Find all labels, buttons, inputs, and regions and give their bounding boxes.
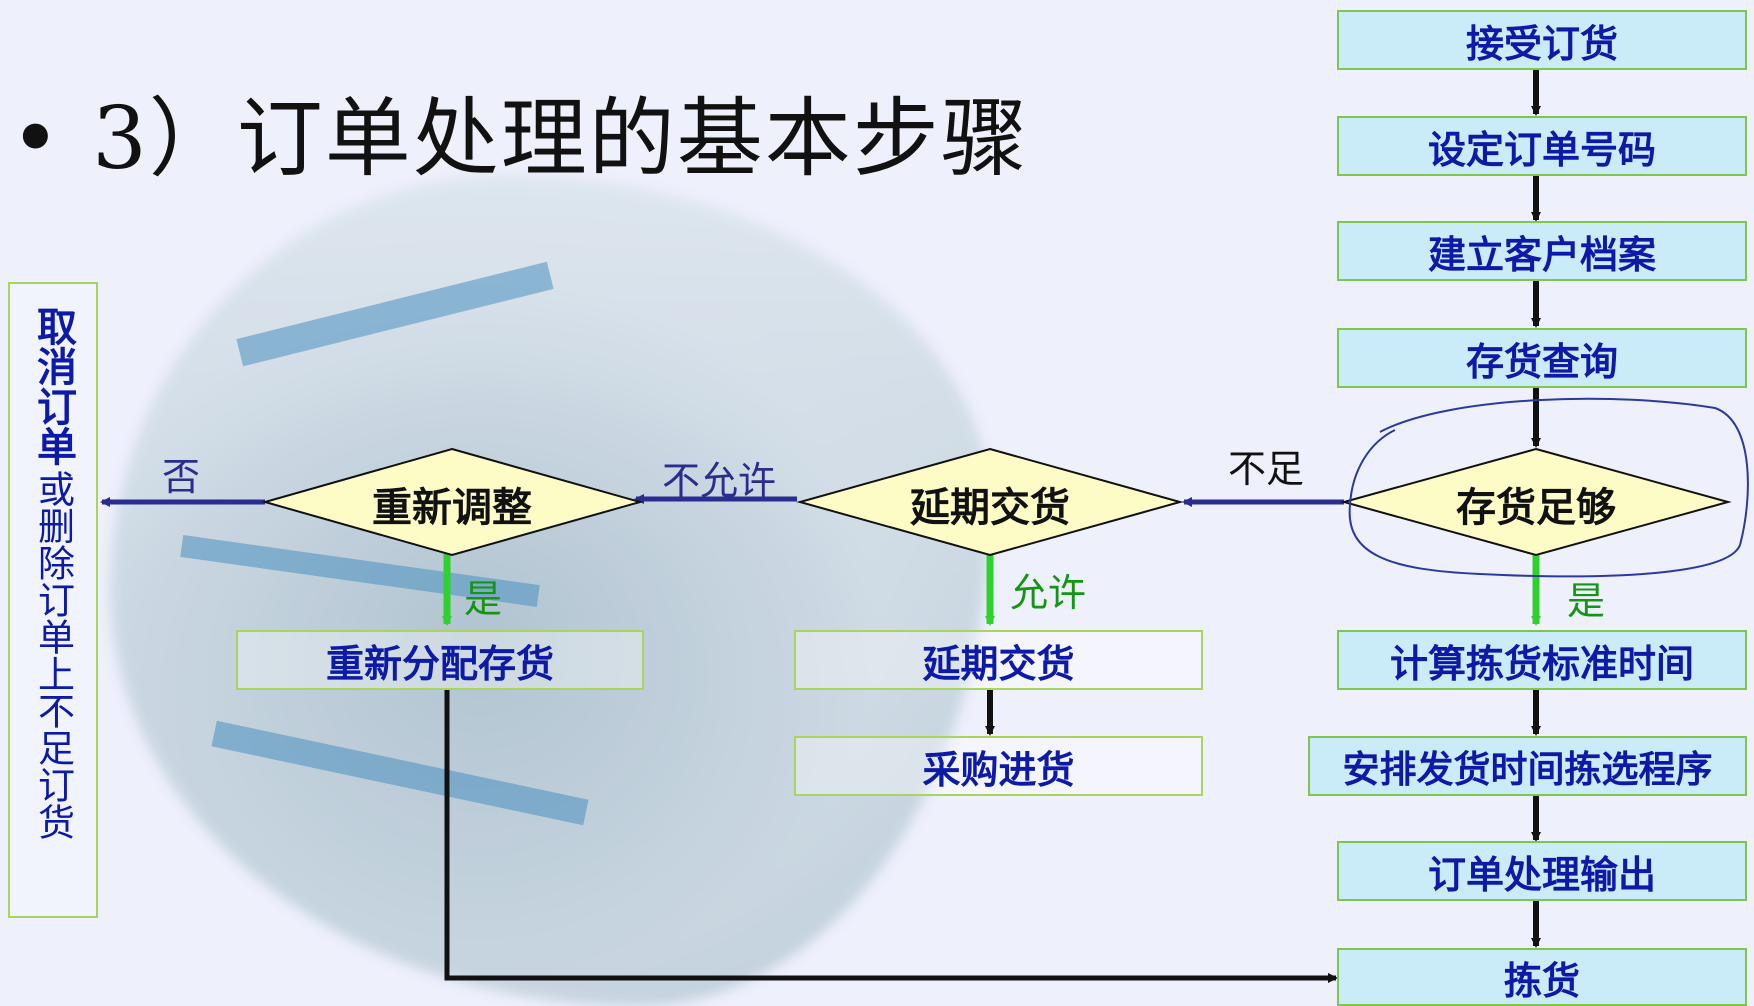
step-schedule-shipping: 安排发货时间拣选程序 — [1308, 736, 1747, 796]
cancel-order-rest: 或删除订单上不足订货 — [31, 470, 75, 840]
label-yes-readjust: 是 — [464, 577, 503, 621]
cancel-order-text: 取消订单或删除订单上不足订货 — [10, 306, 96, 840]
decision-stock-enough-diamond — [1340, 447, 1732, 557]
cancel-order-box: 取消订单或删除订单上不足订货 — [8, 282, 98, 918]
step-accept-order: 接受订货 — [1337, 10, 1747, 70]
box-purchase-stock: 采购进货 — [794, 736, 1203, 796]
decision-delay-delivery-diamond — [796, 447, 1184, 557]
step-set-order-number: 设定订单号码 — [1337, 116, 1747, 176]
connector-reallocate-to-pick — [444, 690, 1338, 983]
decision-readjust-diamond — [261, 447, 644, 557]
decision-readjust-label: 重新调整 — [372, 485, 532, 531]
label-yes-stock: 是 — [1567, 579, 1606, 623]
step-picking: 拣货 — [1337, 948, 1747, 1006]
annotation-circle — [1348, 397, 1749, 578]
box-delay-delivery: 延期交货 — [794, 630, 1203, 690]
step-order-output: 订单处理输出 — [1337, 841, 1747, 901]
box-reallocate-stock: 重新分配存货 — [236, 630, 644, 690]
decision-stock-enough-label: 存货足够 — [1456, 485, 1616, 531]
page-title: • 3）订单处理的基本步骤 — [10, 89, 1029, 189]
step-inventory-query: 存货查询 — [1337, 328, 1747, 388]
warehouse-background-image — [110, 175, 990, 1006]
label-not-allowed: 不允许 — [662, 459, 777, 503]
cancel-order-bold: 取消订单 — [30, 306, 76, 466]
decision-delay-delivery-label: 延期交货 — [910, 485, 1070, 531]
step-calc-picking-time: 计算拣货标准时间 — [1337, 630, 1747, 690]
step-create-customer-file: 建立客户档案 — [1337, 221, 1747, 281]
label-allowed: 允许 — [1010, 571, 1087, 615]
label-insufficient: 不足 — [1228, 447, 1305, 491]
label-no: 否 — [162, 455, 201, 499]
